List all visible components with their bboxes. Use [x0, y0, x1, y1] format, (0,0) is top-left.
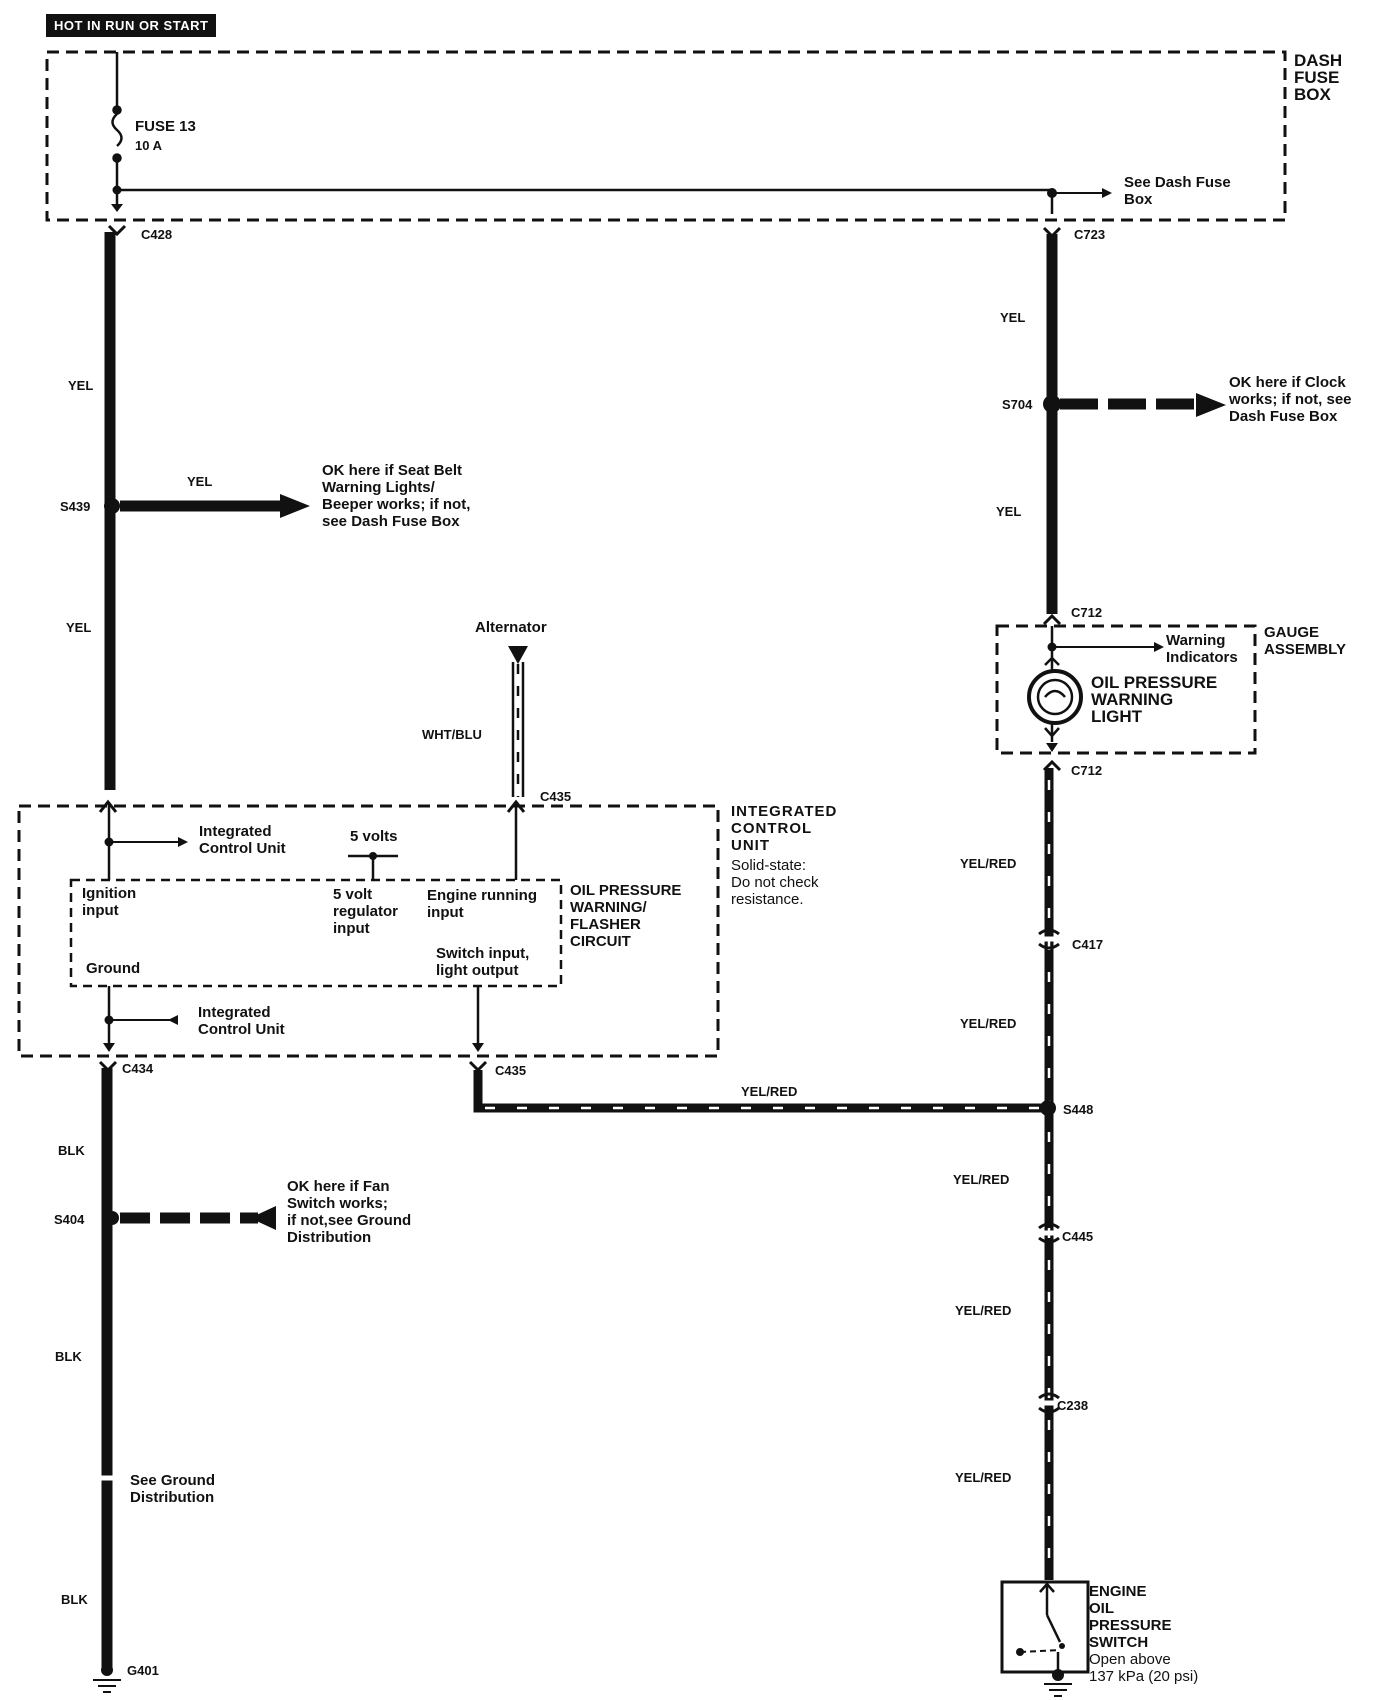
- wire-color-label: YEL/RED: [741, 1084, 798, 1099]
- flasher-circuit-label: OIL PRESSURE WARNING/ FLASHER CIRCUIT: [570, 882, 682, 950]
- warning-indicators-label: Warning Indicators: [1166, 632, 1238, 666]
- wire-color-label: YEL: [68, 378, 94, 393]
- alternator-arrow: [508, 646, 528, 664]
- connector-c417: C417: [1072, 937, 1104, 952]
- wire-color-label: BLK: [61, 1592, 88, 1607]
- connector-c712-top: C712: [1071, 605, 1103, 620]
- dash-fuse-box-outline: [45, 50, 1287, 222]
- gauge-assembly-label: GAUGE ASSEMBLY: [1264, 624, 1346, 658]
- fuse-rating: 10 A: [135, 138, 162, 153]
- oil-pressure-light-label: OIL PRESSURE WARNING LIGHT: [1091, 673, 1218, 726]
- dash-fuse-box-label: DASH FUSE BOX: [1294, 51, 1343, 104]
- seat-belt-ok-note: OK here if Seat Belt Warning Lights/ Bee…: [322, 462, 471, 530]
- icu-bottom-ref: Integrated Control Unit: [198, 1004, 285, 1038]
- wire-color-label: YEL: [187, 474, 213, 489]
- clock-ok-note: OK here if Clock works; if not, see Dash…: [1229, 374, 1352, 425]
- ground-label: Ground: [86, 960, 141, 977]
- oil-pressure-switch-label: ENGINE OIL PRESSURE SWITCH: [1089, 1583, 1172, 1651]
- connector-c445: C445: [1062, 1229, 1094, 1244]
- alternator-label: Alternator: [475, 619, 547, 636]
- flasher-circuit-outline: [69, 878, 563, 988]
- fan-ok-note: OK here if Fan Switch works; if not,see …: [287, 1178, 412, 1246]
- icu-outline: [17, 804, 720, 1058]
- see-dash-fuse-box-note: See Dash Fuse Box: [1124, 174, 1231, 208]
- five-volts-label: 5 volts: [350, 828, 398, 845]
- wire-color-label: YEL: [66, 620, 92, 635]
- connector-s704: S704: [1002, 397, 1033, 412]
- fuse-13-symbol: [111, 52, 123, 210]
- hot-in-run-banner: HOT IN RUN OR START: [46, 14, 217, 37]
- see-ground-note: See Ground Distribution: [130, 1472, 216, 1506]
- wire-color-label: BLK: [58, 1143, 85, 1158]
- regulator-input-label: 5 volt regulator input: [333, 886, 399, 937]
- connector-s404: S404: [54, 1212, 85, 1227]
- connector-g401: G401: [127, 1663, 159, 1678]
- wire-color-label: YEL/RED: [960, 856, 1017, 871]
- ignition-input-label: Ignition input: [82, 885, 137, 919]
- wire-color-label: YEL/RED: [960, 1016, 1017, 1031]
- oil-pressure-switch-box: [1000, 1580, 1090, 1674]
- c428-connector-symbol: [107, 224, 127, 237]
- connector-c435-bottom: C435: [495, 1063, 527, 1078]
- connector-c238: C238: [1057, 1398, 1089, 1413]
- engine-running-input-label: Engine running input: [427, 887, 537, 921]
- icu-label: INTEGRATED CONTROL UNIT: [731, 803, 838, 854]
- wire-color-label: YEL/RED: [955, 1303, 1012, 1318]
- icu-note: Solid-state: Do not check resistance.: [731, 857, 819, 908]
- wire-color-label: YEL/RED: [953, 1172, 1010, 1187]
- gauge-assembly-outline: [995, 624, 1257, 755]
- connector-c712-bottom: C712: [1071, 763, 1103, 778]
- wire-color-label: YEL: [996, 504, 1022, 519]
- fuse-name: FUSE 13: [135, 118, 196, 135]
- connector-c723: C723: [1074, 227, 1106, 242]
- connector-c428: C428: [141, 227, 173, 242]
- yel-red-horizontal-wire: [473, 1070, 1046, 1113]
- connector-c435-top: C435: [540, 789, 572, 804]
- switch-input-label: Switch input, light output: [436, 945, 530, 979]
- wire-color-label: YEL: [1000, 310, 1026, 325]
- oil-pressure-switch-spec: Open above 137 kPa (20 psi): [1089, 1651, 1199, 1685]
- connector-s448: S448: [1063, 1102, 1094, 1117]
- wire-color-label: WHT/BLU: [422, 727, 482, 742]
- icu-top-ref: Integrated Control Unit: [199, 823, 286, 857]
- wire-color-label: BLK: [55, 1349, 82, 1364]
- connector-c434: C434: [122, 1061, 154, 1076]
- wire-color-label: YEL/RED: [955, 1470, 1012, 1485]
- connector-s439: S439: [60, 499, 91, 514]
- oil-pressure-warning-bulb-icon: [1027, 669, 1083, 725]
